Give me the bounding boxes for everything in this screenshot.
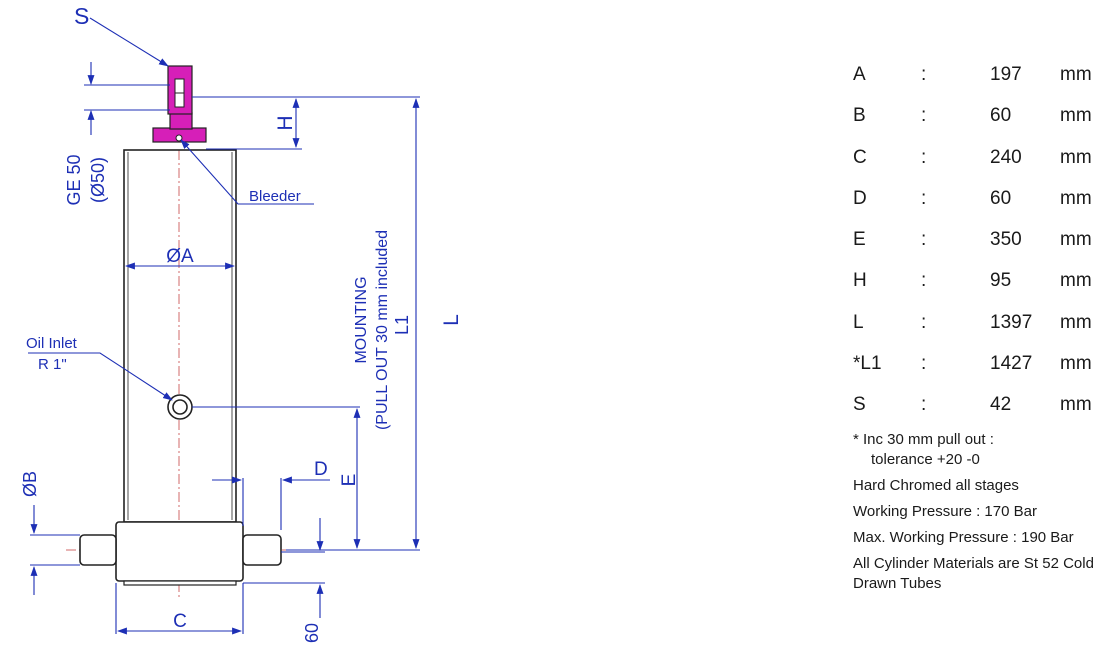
spec-unit: mm	[1060, 187, 1092, 209]
note-max-pressure: Max. Working Pressure : 190 Bar	[853, 528, 1074, 546]
spec-value: 42	[990, 394, 1012, 416]
spec-row-b: B : 60 mm	[853, 99, 1103, 140]
label-oil-inlet-thread: R 1"	[38, 356, 67, 373]
spec-value: 240	[990, 146, 1022, 168]
head-neck	[169, 112, 193, 130]
spec-value: 1427	[990, 353, 1033, 375]
spec-key: S	[853, 394, 866, 416]
spec-row-d: D : 60 mm	[853, 182, 1103, 223]
spec-colon: :	[921, 187, 927, 209]
spec-key: B	[853, 105, 866, 127]
spec-unit: mm	[1060, 311, 1092, 333]
bleeder-leader	[180, 139, 314, 205]
spec-value: 95	[990, 270, 1012, 292]
spec-row-c: C : 240 mm	[853, 141, 1103, 182]
spec-row-l1: *L1 : 1427 mm	[853, 347, 1103, 388]
spec-colon: :	[921, 64, 927, 85]
spec-key: D	[853, 187, 867, 209]
spec-key: H	[853, 270, 867, 292]
spec-colon: :	[921, 229, 927, 251]
spec-unit: mm	[1060, 64, 1092, 85]
spec-value: 197	[990, 64, 1022, 85]
spec-unit: mm	[1060, 353, 1092, 375]
label-s: S	[74, 3, 89, 29]
note-materials: All Cylinder Materials are St 52 Cold Dr…	[853, 554, 1094, 592]
spec-key: E	[853, 229, 866, 251]
spec-table: A : 197 mm B : 60 mm C : 240 mm D : 60 m…	[853, 58, 1103, 594]
note-pullout-line1: * Inc 30 mm pull out :	[853, 430, 994, 448]
spec-colon: :	[921, 394, 927, 416]
spec-value: 60	[990, 105, 1012, 127]
spec-unit: mm	[1060, 146, 1092, 168]
label-c: C	[173, 611, 187, 632]
trunnion-left	[79, 534, 117, 566]
spec-key: *L1	[853, 353, 882, 375]
spec-colon: :	[921, 146, 927, 168]
label-ge50: GE 50	[64, 154, 84, 205]
spec-row-a: A : 197 mm	[853, 58, 1103, 99]
label-h: H	[274, 115, 297, 130]
label-l: L	[440, 314, 463, 326]
spec-row-s: S : 42 mm	[853, 388, 1103, 429]
spec-colon: :	[921, 353, 927, 375]
spec-row-h: H : 95 mm	[853, 264, 1103, 305]
spec-unit: mm	[1060, 394, 1092, 416]
spec-value: 1397	[990, 311, 1033, 333]
trunnion-right	[242, 534, 282, 566]
label-diameter-a: ØA	[166, 246, 194, 267]
label-mounting: MOUNTING	[353, 276, 370, 363]
note-pullout: * Inc 30 mm pull out : tolerance +20 -0	[853, 430, 1103, 470]
oil-inlet-port-inner	[172, 399, 188, 415]
label-ge50-diameter: (Ø50)	[88, 157, 108, 203]
label-d: D	[314, 459, 328, 480]
spec-colon: :	[921, 105, 927, 127]
spec-unit: mm	[1060, 270, 1092, 292]
base-block	[115, 521, 244, 582]
spec-key: L	[853, 311, 864, 333]
spec-unit: mm	[1060, 105, 1092, 127]
note-pullout-line2: tolerance +20 -0	[871, 450, 980, 468]
label-diameter-b: ØB	[20, 471, 40, 497]
spec-row-l: L : 1397 mm	[853, 306, 1103, 347]
label-e: E	[339, 474, 360, 487]
spec-colon: :	[921, 311, 927, 333]
cylinder-barrel	[123, 149, 237, 523]
spec-value: 350	[990, 229, 1022, 251]
base-plate	[123, 580, 237, 586]
note-chromed: Hard Chromed all stages	[853, 476, 1019, 494]
label-oil-inlet: Oil Inlet	[26, 335, 78, 352]
label-l1: L1	[392, 315, 412, 335]
s-leader	[89, 17, 169, 67]
note-working-pressure: Working Pressure : 170 Bar	[853, 502, 1037, 520]
spec-unit: mm	[1060, 229, 1092, 251]
spec-row-e: E : 350 mm	[853, 223, 1103, 264]
spec-key: C	[853, 146, 867, 168]
spec-value: 60	[990, 187, 1012, 209]
label-sixty: 60	[302, 623, 322, 643]
oil-inlet-leader	[28, 352, 173, 401]
label-pullout: (PULL OUT 30 mm included	[374, 230, 391, 430]
label-bleeder: Bleeder	[249, 188, 301, 205]
spec-colon: :	[921, 270, 927, 292]
spec-key: A	[853, 64, 866, 85]
cylinder-drawing: S H GE 50 (Ø50) Bleeder ØA Oil Inlet R 1…	[20, 3, 463, 643]
